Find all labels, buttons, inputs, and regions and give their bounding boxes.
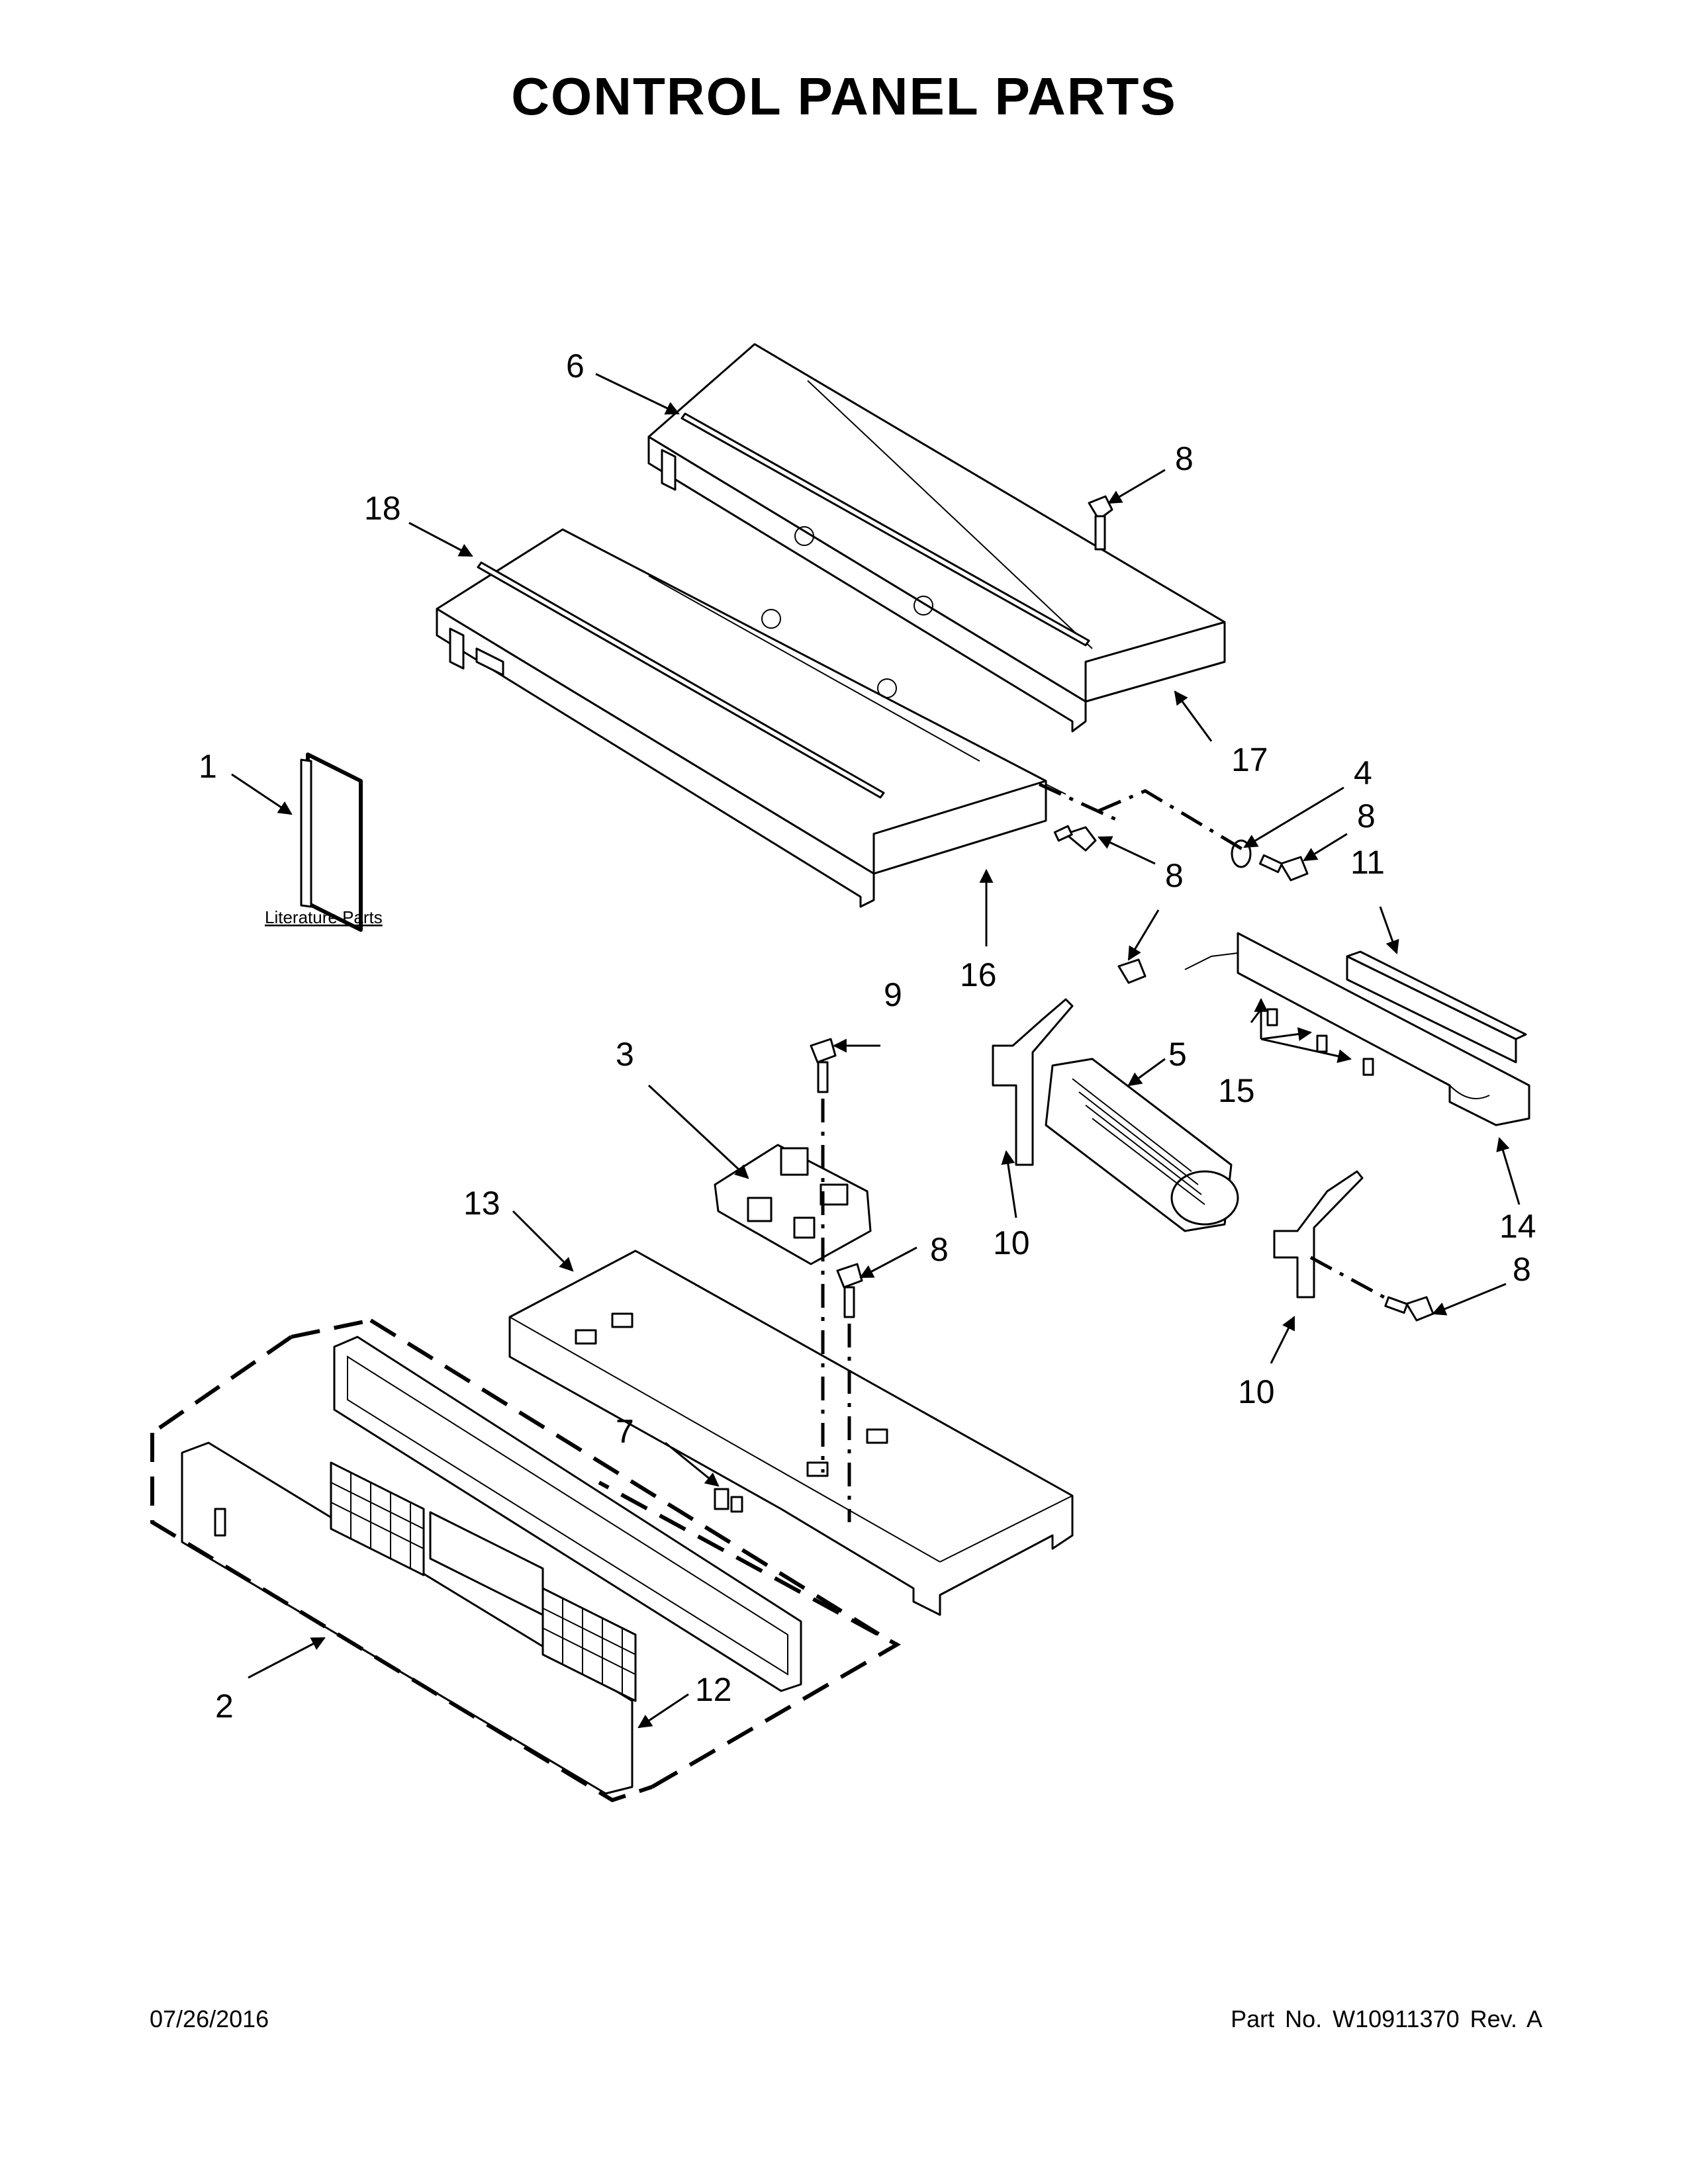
screw-part-9 [810, 1038, 837, 1093]
strip-part-6 [680, 412, 1090, 647]
console-panel-part-2 [181, 1441, 637, 1795]
callout-8-left: 8 [1165, 857, 1184, 894]
control-board-part-3 [714, 1144, 872, 1265]
literature-part-1 [300, 752, 363, 932]
footer-part-number: Part No. W10911370 Rev. A [1231, 2005, 1542, 2032]
callout-11: 11 [1350, 844, 1385, 881]
screw-part-8-top [1088, 495, 1113, 551]
strip-part-11 [1346, 950, 1527, 1064]
upper-cover-part-17 [647, 343, 1226, 733]
screw-part-8-right [1258, 854, 1309, 882]
callout-numbers: 6 8 18 17 1 4 8 8 11 16 9 3 5 15 14 13 1… [199, 347, 1536, 1725]
bracket-part-10-lower [1273, 1170, 1364, 1298]
screw-part-8-lower-right [1384, 1296, 1434, 1322]
screw-part-8-left [1053, 825, 1097, 852]
callout-14: 14 [1499, 1208, 1536, 1245]
callout-4: 4 [1354, 754, 1372, 792]
page-title: CONTROL PANEL PARTS [511, 67, 1177, 126]
callout-17: 17 [1231, 741, 1268, 778]
callout-3: 3 [616, 1036, 634, 1073]
callout-12: 12 [695, 1671, 732, 1708]
callout-8-washer: 8 [1357, 797, 1376, 835]
callout-15: 15 [1218, 1072, 1255, 1109]
callout-8-board: 8 [930, 1231, 949, 1268]
callout-16: 16 [960, 956, 997, 993]
callout-8-lower-right: 8 [1513, 1251, 1531, 1288]
blower-fan-part-5 [1045, 1058, 1239, 1232]
footer-date: 07/26/2016 [150, 2005, 269, 2032]
literature-parts-label: Literature Parts [265, 907, 383, 927]
bracket-part-10-upper [992, 998, 1074, 1166]
leader-arrows [231, 373, 1521, 1729]
assembly-guides [821, 782, 1391, 1522]
trim-frame-part-12 [333, 1336, 802, 1692]
mounting-plate-part-13 [508, 1250, 1074, 1616]
callout-7: 7 [616, 1413, 634, 1450]
keypad-right [541, 1587, 637, 1702]
callout-6: 6 [566, 347, 585, 385]
keypad-left [330, 1461, 425, 1576]
front-panel-assembly-outline [150, 1318, 902, 1803]
callout-5: 5 [1168, 1036, 1187, 1073]
callout-13: 13 [463, 1185, 500, 1222]
callout-2: 2 [215, 1688, 234, 1725]
callout-18: 18 [364, 490, 401, 527]
callout-10-upper: 10 [993, 1224, 1030, 1261]
callout-10-lower: 10 [1238, 1373, 1275, 1410]
callout-8-top: 8 [1175, 440, 1194, 477]
callout-9: 9 [884, 976, 902, 1013]
callout-1: 1 [199, 748, 217, 785]
lower-cover-part-16 [436, 528, 1066, 908]
screw-part-8-board [836, 1263, 863, 1318]
strip-part-18 [477, 561, 885, 799]
screw-part-8-mid [1117, 958, 1147, 984]
pins-part-15 [1266, 1008, 1374, 1076]
clip-part-7 [714, 1488, 743, 1513]
bracket-part-14 [1184, 932, 1530, 1126]
